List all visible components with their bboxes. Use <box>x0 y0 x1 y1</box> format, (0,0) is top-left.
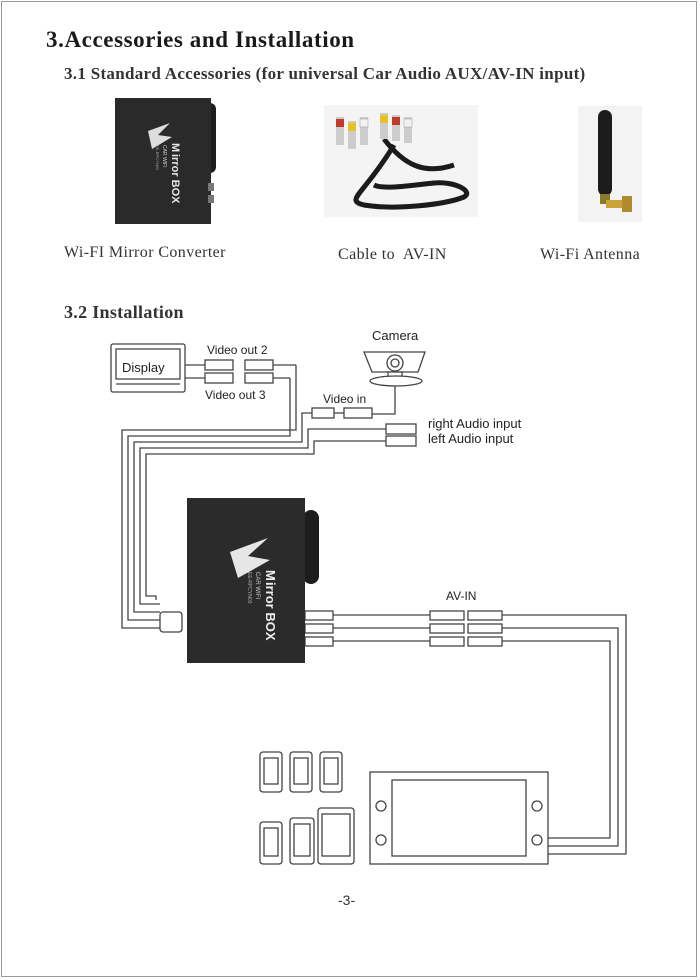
diagram-box-brand-initial: M <box>263 570 278 581</box>
video-out-3-label: Video out 3 <box>205 388 266 402</box>
av-in-label: AV-IN <box>446 589 476 603</box>
caption-av-in-cable: Cable to AV-IN <box>338 246 447 263</box>
mirror-box-diagram: M irror BOX CAR WIFI EE-RPCYN03 <box>187 498 319 663</box>
caption-mirror-converter: Wi-FI Mirror Converter <box>64 244 226 261</box>
mirror-box-photo: M irror BOX CAR WIFI EE-RPCYN03 <box>115 98 216 224</box>
section-accessories-title: 3.1 Standard Accessories (for universal … <box>64 64 586 83</box>
lightning-logo-icon <box>148 123 172 149</box>
diagram-box-brand: irror BOX <box>263 582 278 641</box>
box-model-line2: EE-RPCYN03 <box>155 145 160 171</box>
box-brand-initial: M <box>169 143 181 152</box>
box-brand-text: irror BOX <box>169 154 181 204</box>
page-heading: 3.Accessories and Installation <box>46 27 355 52</box>
right-audio-label: right Audio input <box>428 416 522 431</box>
antenna-photo <box>578 106 642 222</box>
page-number: -3- <box>338 892 356 908</box>
caption-wifi-antenna: Wi-Fi Antenna <box>540 246 641 263</box>
diagram-lightning-icon <box>230 538 270 578</box>
left-audio-label: left Audio input <box>428 431 514 446</box>
video-out-2-label: Video out 2 <box>207 343 268 357</box>
rca-cable-photo <box>324 105 478 217</box>
display-label: Display <box>122 360 165 375</box>
diagram-box-model1: CAR WIFI <box>254 572 260 599</box>
box-model-line1: CAR WIFI <box>161 145 167 168</box>
diagram-box-model2: EE-RPCYN03 <box>246 572 252 604</box>
section-installation-title: 3.2 Installation <box>64 302 184 322</box>
video-in-label: Video in <box>323 392 366 406</box>
camera-label: Camera <box>372 328 419 343</box>
